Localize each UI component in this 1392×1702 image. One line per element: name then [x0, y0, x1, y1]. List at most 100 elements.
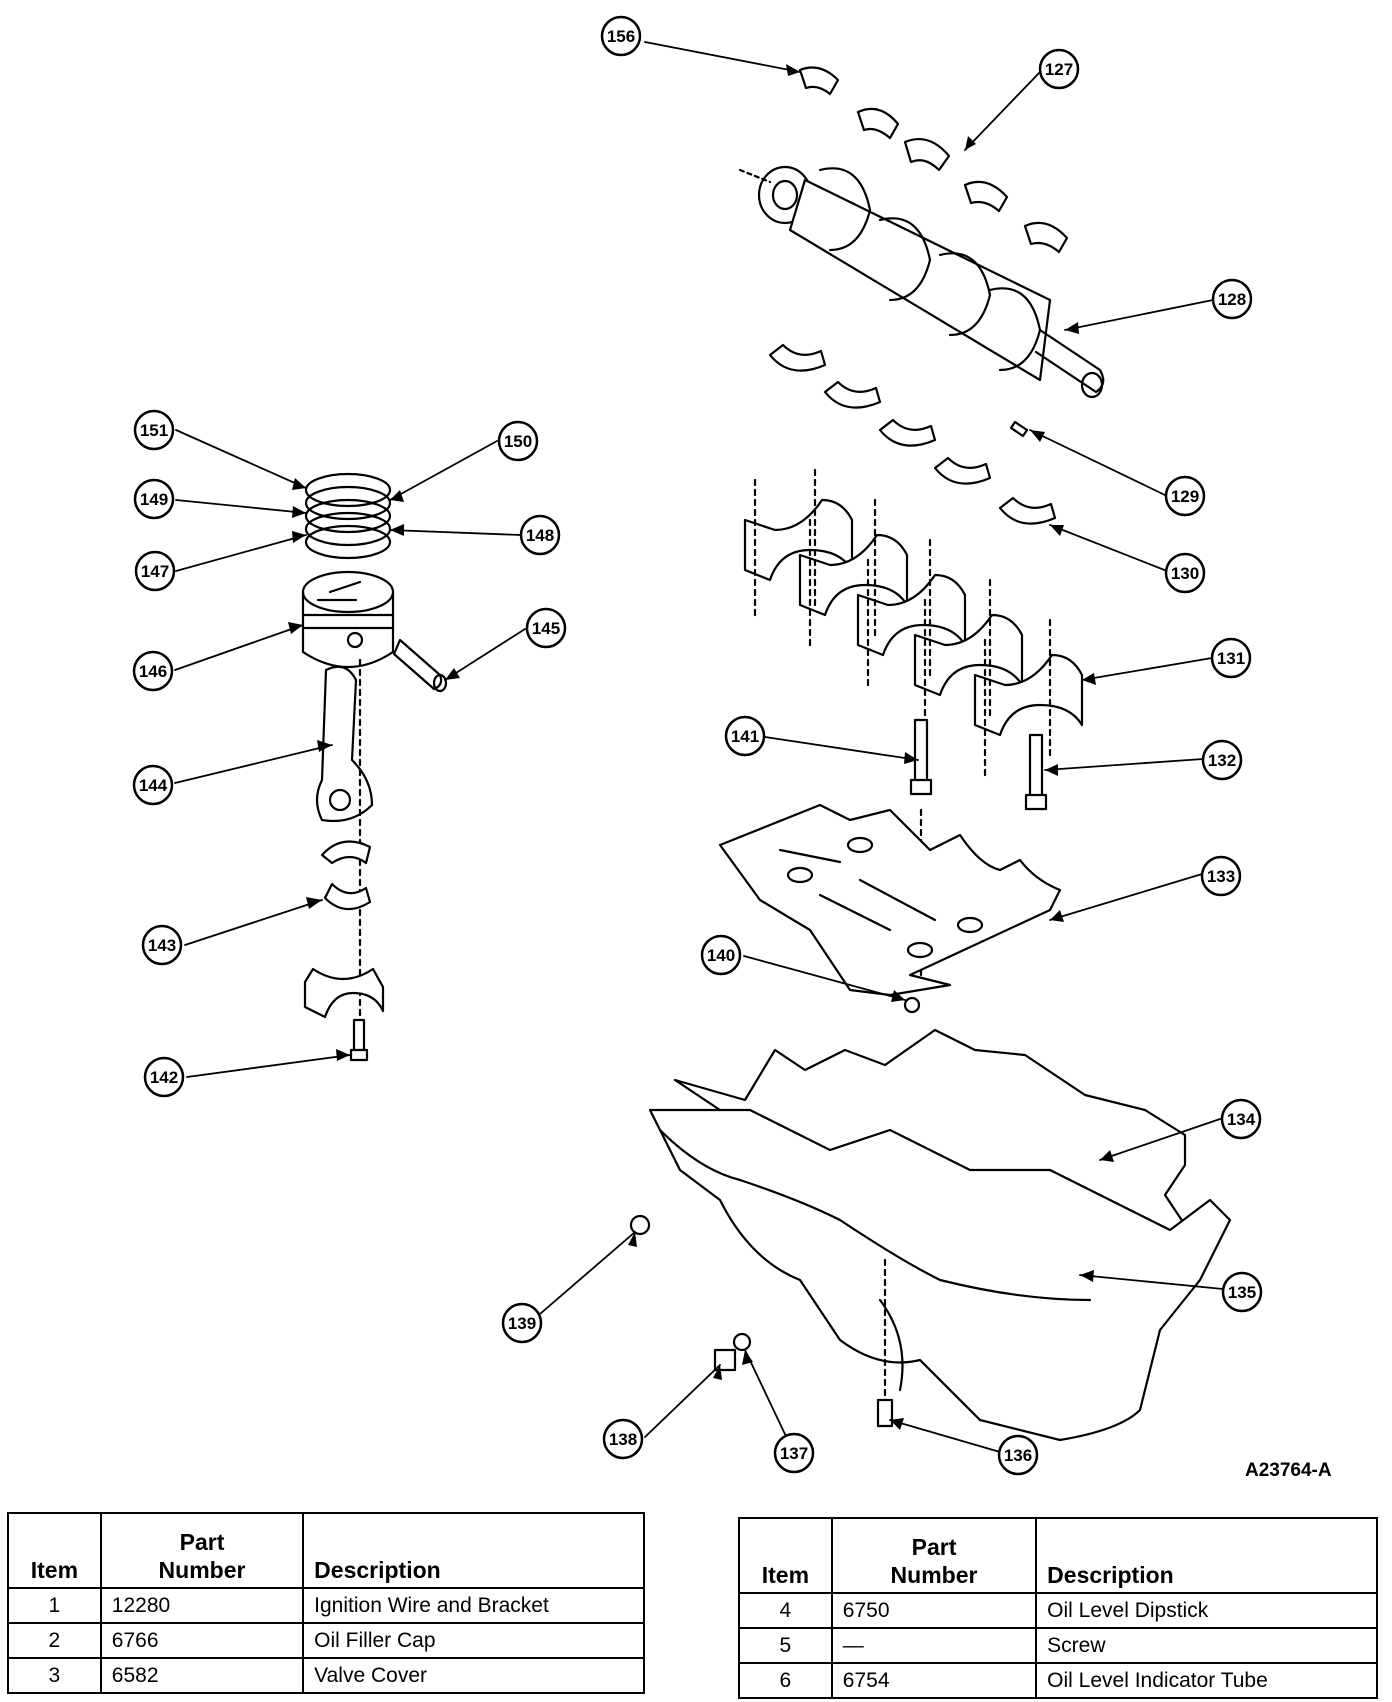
callout-label: 130	[1171, 564, 1199, 583]
table-row: 3 6582 Valve Cover	[7, 1657, 645, 1694]
windage-tray	[718, 803, 1062, 1014]
callout-label: 150	[504, 432, 532, 451]
parts-table-left: Item Part Number Description 1 12280 Ign…	[7, 1512, 645, 1694]
callout-138: 138	[602, 1418, 644, 1460]
table-row: 1 12280 Ignition Wire and Bracket	[7, 1587, 645, 1624]
header-part-line2: Number	[158, 1557, 246, 1583]
header-item: Item	[7, 1512, 102, 1589]
callout-label: 148	[526, 526, 554, 545]
callout-139: 139	[501, 1302, 543, 1344]
callout-133: 133	[1200, 855, 1242, 897]
cell-item: 5	[738, 1627, 833, 1664]
cell-item: 1	[7, 1587, 102, 1624]
callout-131: 131	[1210, 637, 1252, 679]
callout-label: 146	[139, 662, 167, 681]
header-part-line1: Part	[911, 1534, 957, 1560]
callout-label: 134	[1227, 1110, 1256, 1129]
cell-description: Screw	[1035, 1627, 1378, 1664]
parts-table-right: Item Part Number Description 4 6750 Oil …	[738, 1517, 1378, 1699]
callout-130: 130	[1164, 552, 1206, 594]
crankshaft	[738, 165, 1105, 399]
table-row: 5 — Screw	[738, 1627, 1378, 1664]
callout-label: 141	[731, 727, 759, 746]
callout-142: 142	[143, 1056, 185, 1098]
table-header-row: Item Part Number Description	[738, 1517, 1378, 1594]
callout-141: 141	[724, 715, 766, 757]
table-header-row: Item Part Number Description	[7, 1512, 645, 1589]
exploded-parts-diagram: 156 127 128 129 130 131 132 133 134 135 …	[132, 15, 1263, 1476]
callout-146: 146	[132, 650, 174, 692]
cell-item: 4	[738, 1592, 833, 1629]
callout-label: 133	[1207, 867, 1235, 886]
piston	[301, 570, 395, 668]
header-description: Description	[1035, 1517, 1378, 1594]
oil-pan-assembly	[629, 1028, 1232, 1442]
callout-label: 145	[532, 619, 560, 638]
cell-part-number: 6582	[99, 1657, 305, 1694]
callout-137: 137	[773, 1432, 815, 1474]
callout-143: 143	[141, 924, 183, 966]
piston-rings	[304, 472, 392, 560]
table-row: 4 6750 Oil Level Dipstick	[738, 1592, 1378, 1629]
callout-136: 136	[997, 1434, 1039, 1476]
cell-part-number: 6766	[99, 1622, 305, 1659]
upper-bearing-shells	[798, 66, 1069, 254]
cell-part-number: 6754	[830, 1662, 1038, 1699]
callout-label: 127	[1045, 60, 1073, 79]
header-part-line1: Part	[179, 1529, 225, 1555]
callout-151: 151	[133, 409, 175, 451]
callout-label: 128	[1218, 290, 1246, 309]
callout-129: 129	[1164, 475, 1206, 517]
callout-135: 135	[1221, 1271, 1263, 1313]
header-part-number: Part Number	[99, 1512, 305, 1589]
callout-145: 145	[525, 607, 567, 649]
callout-label: 149	[140, 490, 168, 509]
cell-item: 3	[7, 1657, 102, 1694]
callout-label: 156	[607, 27, 635, 46]
table-row: 2 6766 Oil Filler Cap	[7, 1622, 645, 1659]
cell-item: 2	[7, 1622, 102, 1659]
header-description: Description	[302, 1512, 645, 1589]
callout-label: 131	[1217, 649, 1245, 668]
callout-127: 127	[1038, 48, 1080, 90]
arrowheads	[288, 64, 1114, 1430]
callout-134: 134	[1220, 1098, 1262, 1140]
callout-132: 132	[1201, 739, 1243, 781]
callout-label: 151	[140, 421, 168, 440]
cell-part-number: —	[830, 1627, 1038, 1664]
cell-part-number: 12280	[99, 1587, 305, 1624]
callout-148: 148	[519, 514, 561, 556]
header-part-line2: Number	[890, 1562, 978, 1588]
cell-part-number: 6750	[830, 1592, 1038, 1629]
callout-label: 142	[150, 1068, 178, 1087]
callout-label: 138	[609, 1430, 637, 1449]
callout-label: 136	[1004, 1446, 1032, 1465]
table-row: 6 6754 Oil Level Indicator Tube	[738, 1662, 1378, 1699]
main-bearing-caps	[743, 468, 1084, 782]
leader-lines	[174, 41, 1224, 1453]
callout-144: 144	[132, 764, 174, 806]
cell-item: 6	[738, 1662, 833, 1699]
figure-id: A23764-A	[1245, 1460, 1332, 1481]
callout-label: 144	[139, 776, 168, 795]
callout-label: 143	[148, 936, 176, 955]
callout-156: 156	[600, 15, 642, 57]
lower-bearing-shells	[768, 343, 1057, 525]
callout-label: 147	[141, 562, 169, 581]
callout-140: 140	[700, 934, 742, 976]
callout-label: 140	[707, 946, 735, 965]
header-part-number: Part Number	[830, 1517, 1038, 1594]
cell-description: Valve Cover	[302, 1657, 645, 1694]
callout-149: 149	[133, 478, 175, 520]
rod-bearings-and-cap	[303, 840, 385, 1062]
cell-description: Oil Level Indicator Tube	[1035, 1662, 1378, 1699]
header-item: Item	[738, 1517, 833, 1594]
callout-150: 150	[497, 420, 539, 462]
callout-label: 129	[1171, 487, 1199, 506]
callout-label: 137	[780, 1444, 808, 1463]
piston-pin	[392, 638, 448, 693]
callout-label: 139	[508, 1314, 536, 1333]
callout-label: 132	[1208, 751, 1236, 770]
callout-128: 128	[1211, 278, 1253, 320]
cell-description: Ignition Wire and Bracket	[302, 1587, 645, 1624]
